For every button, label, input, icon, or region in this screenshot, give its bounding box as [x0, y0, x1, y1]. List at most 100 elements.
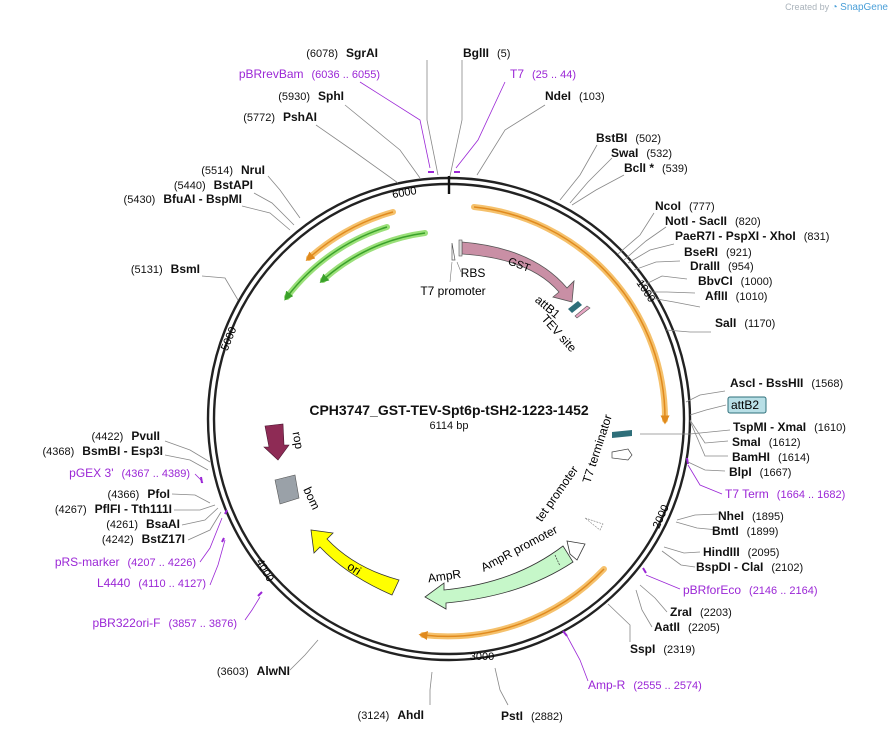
- site-name: BsmI: [171, 262, 200, 276]
- site-sphi[interactable]: SphI(5930): [278, 89, 344, 103]
- site-name: DraIII: [690, 259, 720, 273]
- site-position: (502): [635, 133, 661, 145]
- site-bseri[interactable]: BseRI(921): [684, 245, 752, 259]
- site-swai[interactable]: SwaI(532): [611, 146, 672, 160]
- orf-arc-green-inner-core: [319, 232, 426, 284]
- site-bbvci[interactable]: BbvCI(1000): [698, 274, 772, 288]
- site-pbrrevbam[interactable]: pBRrevBam(6036 .. 6055): [239, 67, 380, 81]
- site-name: ZraI: [670, 605, 692, 619]
- site-tspmi-xmai[interactable]: TspMI - XmaI(1610): [733, 420, 846, 434]
- site-pflfi-tth111i[interactable]: PflFI - Tth111I(4267): [55, 502, 172, 516]
- site-bsaai[interactable]: BsaAI (4261): [106, 517, 180, 531]
- attb2-badge[interactable]: [727, 396, 767, 414]
- site-smai[interactable]: SmaI(1612): [732, 435, 800, 449]
- site-bsmi[interactable]: BsmI(5131): [131, 262, 200, 276]
- site-pbr322ori-f[interactable]: pBR322ori-F(3857 .. 3876): [92, 616, 237, 630]
- site-position: (4261): [106, 519, 138, 531]
- site-position: (2146 .. 2164): [749, 585, 818, 597]
- site-name: SgrAI: [346, 46, 378, 60]
- site-zrai[interactable]: ZraI(2203): [670, 605, 732, 619]
- site-name: T7: [510, 67, 524, 81]
- site-aatii[interactable]: AatII(2205): [654, 620, 720, 634]
- site-name: BstZ17I: [142, 532, 185, 546]
- site-bspdi-clai[interactable]: BspDI - ClaI(2102): [696, 560, 803, 574]
- site-ndei[interactable]: NdeI(103): [545, 89, 605, 103]
- site-pbrforeco[interactable]: pBRforEco(2146 .. 2164): [683, 583, 818, 597]
- site-paer7i-pspxi-xhoi[interactable]: PaeR7I - PspXI - XhoI(831): [675, 229, 829, 243]
- site-ahdi[interactable]: AhdI (3124): [358, 708, 424, 722]
- site-position: (5): [497, 48, 510, 60]
- site-position: (4366): [108, 489, 140, 501]
- t7-promoter-arrow: [451, 242, 456, 261]
- site-name: BseRI: [684, 245, 718, 259]
- site-position: (1895): [752, 511, 784, 523]
- site-bamhi[interactable]: BamHI(1614): [732, 450, 810, 464]
- site-position: (3124): [358, 710, 390, 722]
- site-name: BsaAI: [146, 517, 180, 531]
- site-position: (1667): [760, 467, 792, 479]
- site-pfoi[interactable]: PfoI(4366): [108, 487, 170, 501]
- site-hindiii[interactable]: HindIII(2095): [703, 545, 779, 559]
- site-bglii[interactable]: BglII(5): [463, 46, 510, 60]
- site-position: (1612): [769, 437, 801, 449]
- site-sgrai[interactable]: SgrAI (6078): [306, 46, 378, 60]
- site-ncoi[interactable]: NcoI(777): [655, 199, 715, 213]
- site-t7[interactable]: T7 (25 .. 44): [510, 67, 576, 81]
- site-position: (4422): [92, 431, 124, 443]
- site-position: (2095): [748, 547, 780, 559]
- primer-tick-ampr: [562, 630, 568, 637]
- site-name: SspI: [630, 642, 655, 656]
- site-bstapi[interactable]: BstAPI(5440): [174, 178, 253, 192]
- rbs-marker: [458, 239, 463, 257]
- site-name: NotI - SacII: [665, 214, 727, 228]
- ampr-feature-arrow[interactable]: [424, 545, 574, 610]
- site-draiii[interactable]: DraIII(954): [690, 259, 754, 273]
- ruler-label-1000: 1000: [634, 278, 658, 305]
- site-alwni[interactable]: AlwNI(3603): [217, 664, 290, 678]
- site-prs-marker[interactable]: pRS-marker(4207 .. 4226): [55, 555, 196, 569]
- site-asci-bsshii[interactable]: AscI - BssHII(1568): [730, 376, 843, 390]
- site-bmti[interactable]: BmtI(1899): [712, 524, 778, 538]
- site-l4440[interactable]: L4440(4110 .. 4127): [97, 576, 206, 590]
- primer-tick-pbr322ori: [257, 591, 263, 597]
- site-position: (25 .. 44): [532, 69, 576, 81]
- orf-arc-green-inner: [320, 230, 428, 283]
- plasmid-size: 6114 bp: [430, 420, 469, 432]
- site-blpi[interactable]: BlpI(1667): [729, 465, 791, 479]
- gst-feature-arrow[interactable]: [461, 241, 575, 303]
- site-position: (2882): [531, 711, 563, 723]
- site-bsmbi-esp3i[interactable]: BsmBI - Esp3I(4368): [43, 444, 164, 458]
- site-name: PflFI - Tth111I: [95, 502, 172, 516]
- site-bstz17i[interactable]: BstZ17I(4242): [102, 532, 185, 546]
- ruler-label-4000: 4000: [253, 557, 276, 584]
- site-pshai[interactable]: PshAI(5772): [243, 110, 317, 124]
- ori-feature-arrow[interactable]: [310, 529, 400, 596]
- site-position: (6078): [306, 48, 338, 60]
- ruler-label-5000: 5000: [219, 325, 239, 352]
- site-nhei[interactable]: NheI(1895): [718, 509, 784, 523]
- site-bcli[interactable]: BclI *(539): [624, 161, 688, 175]
- site-bfuai-bspmi[interactable]: BfuAI - BspMI(5430): [124, 192, 242, 206]
- rop-feature-arrow[interactable]: [263, 423, 290, 461]
- site-sali[interactable]: SalI(1170): [715, 316, 775, 330]
- site-bstbi[interactable]: BstBI(502): [596, 131, 661, 145]
- site-noti-sacii[interactable]: NotI - SacII(820): [665, 214, 761, 228]
- site-position: (1664 .. 1682): [777, 489, 846, 501]
- site-aflii[interactable]: AflII(1010): [705, 289, 767, 303]
- site-amp-r[interactable]: Amp-R(2555 .. 2574): [588, 678, 702, 692]
- site-position: (2319): [663, 644, 695, 656]
- site-sspi[interactable]: SspI (2319): [630, 642, 695, 656]
- site-psti[interactable]: PstI(2882): [501, 709, 563, 723]
- site-nrui[interactable]: NruI(5514): [201, 163, 265, 177]
- site-t7-term[interactable]: T7 Term(1664 .. 1682): [725, 487, 845, 501]
- site-name: SwaI: [611, 146, 638, 160]
- site-pvuii[interactable]: PvuII(4422): [92, 429, 160, 443]
- site-name: AhdI: [397, 708, 424, 722]
- site-position: (4207 .. 4226): [128, 557, 197, 569]
- site-pgex-3[interactable]: pGEX 3'(4367 .. 4389): [69, 466, 190, 480]
- attb2-label: attB2: [731, 398, 759, 412]
- orf-arc-top-right-core: [473, 206, 670, 425]
- site-name: Amp-R: [588, 678, 626, 692]
- attb1-marker: [568, 301, 582, 313]
